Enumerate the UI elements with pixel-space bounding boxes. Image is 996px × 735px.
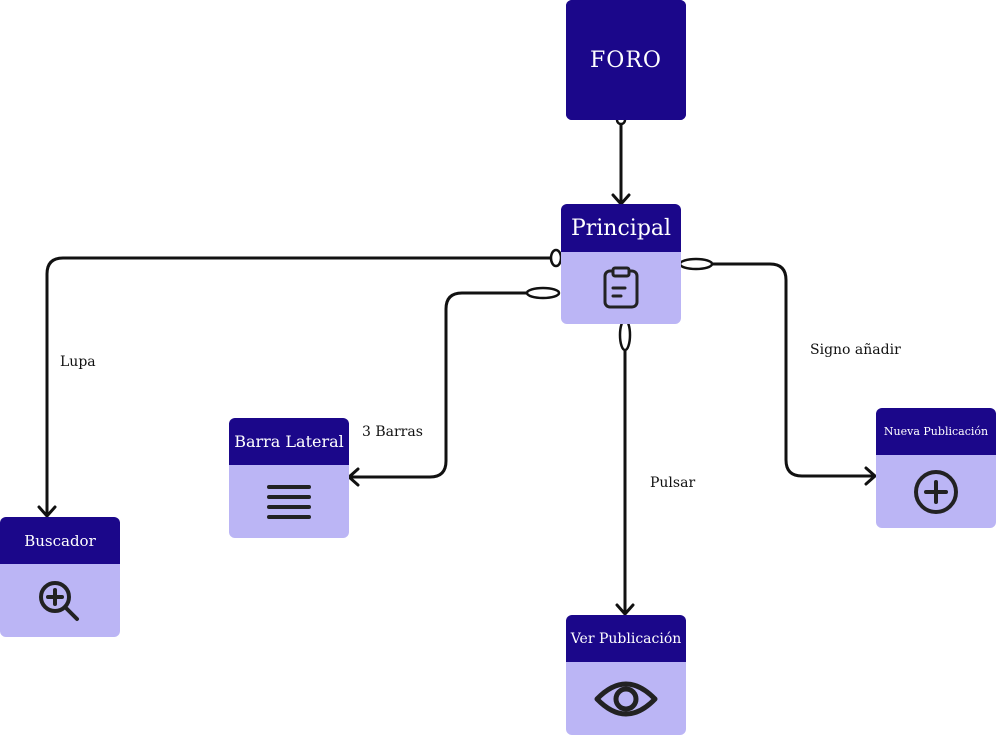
edge-label-pulsar: Pulsar [650, 475, 696, 491]
edge-label-3-barras: 3 Barras [362, 424, 423, 440]
node-nueva-publicacion-title: Nueva Publicación [876, 408, 996, 455]
edge-label-lupa: Lupa [60, 354, 96, 370]
node-buscador-title: Buscador [0, 517, 120, 564]
node-ver-publicacion[interactable]: Ver Publicación [566, 615, 686, 735]
menu-bars-icon [229, 465, 349, 538]
arrowhead-barra-lateral [347, 467, 360, 487]
arrowhead-nueva-publicacion [864, 466, 877, 486]
edge-principal-barra-lateral [348, 291, 528, 479]
node-foro-title: FORO [566, 0, 686, 120]
plus-circle-icon [876, 455, 996, 528]
node-ver-publicacion-title: Ver Publicación [566, 615, 686, 662]
arrowhead-ver-publicacion [615, 603, 635, 616]
node-ver-publicacion-body [566, 655, 686, 735]
node-nueva-publicacion[interactable]: Nueva Publicación [876, 408, 996, 528]
edge-start-marker [549, 248, 563, 268]
node-principal[interactable]: Principal [561, 204, 681, 324]
eye-icon [566, 662, 686, 735]
edge-start-marker [678, 257, 714, 271]
node-barra-lateral-title: Barra Lateral [229, 418, 349, 465]
zoom-in-icon [0, 564, 120, 637]
edge-label-signo-anadir: Signo añadir [810, 342, 901, 358]
edge-start-marker [618, 318, 632, 352]
edge-principal-buscador [45, 256, 552, 517]
edge-principal-nueva-publicacion [710, 262, 876, 478]
node-foro[interactable]: FORO [566, 0, 686, 120]
edge-start-marker [525, 286, 561, 300]
arrowhead-buscador [37, 505, 57, 518]
node-buscador[interactable]: Buscador [0, 517, 120, 637]
node-barra-lateral[interactable]: Barra Lateral [229, 418, 349, 538]
clipboard-icon [561, 252, 681, 324]
node-principal-title: Principal [561, 204, 681, 252]
node-principal-body [561, 244, 681, 324]
